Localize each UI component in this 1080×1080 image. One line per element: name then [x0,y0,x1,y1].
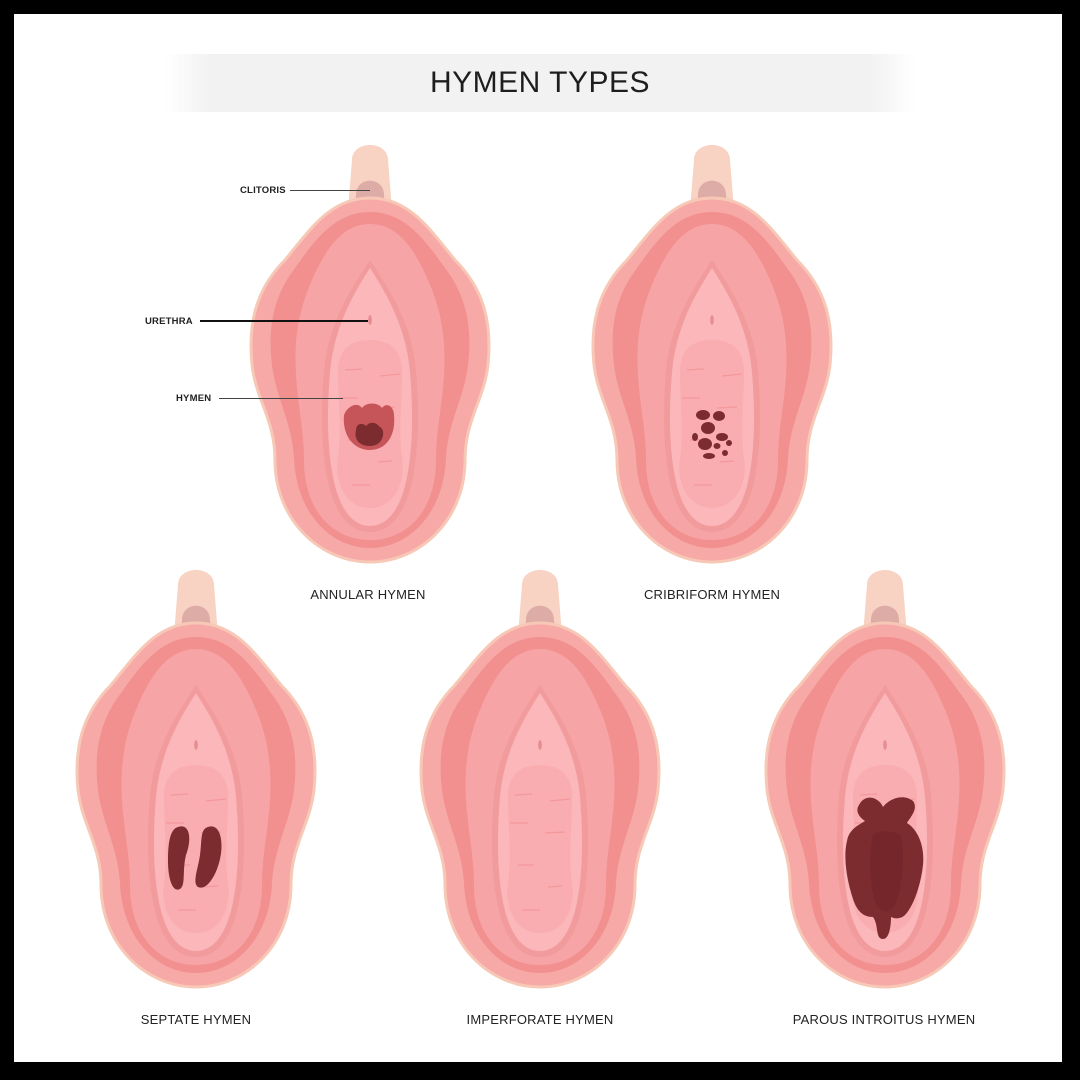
caption-imperforate: IMPERFORATE HYMEN [466,1012,614,1027]
vulva-illustration [582,140,842,570]
annotation-urethra: URETHRA [145,316,193,327]
title-band: HYMEN TYPES [165,54,915,112]
vulva-illustration [755,565,1015,995]
hymen-openings [168,826,222,890]
figure-imperforate [410,565,670,995]
hymen-openings [692,410,732,459]
caption-cribriform: CRIBRIFORM HYMEN [643,587,781,602]
caption-parous-introitus: PAROUS INTROITUS HYMEN [792,1012,976,1027]
figure-septate [66,565,326,995]
figure-annular [240,140,500,570]
leader-line-clitoris [290,190,370,191]
annotation-hymen: HYMEN [176,393,212,404]
figure-cribriform [582,140,842,570]
diagram-title: HYMEN TYPES [430,66,650,99]
vulva-illustration [240,140,500,570]
vulva-illustration [410,565,670,995]
annotation-clitoris: CLITORIS [240,185,286,196]
caption-septate: SEPTATE HYMEN [140,1012,252,1027]
leader-line-urethra [200,320,368,322]
vulva-illustration [66,565,326,995]
leader-line-hymen [219,398,343,399]
caption-annular: ANNULAR HYMEN [310,587,426,602]
figure-parous-introitus [755,565,1015,995]
